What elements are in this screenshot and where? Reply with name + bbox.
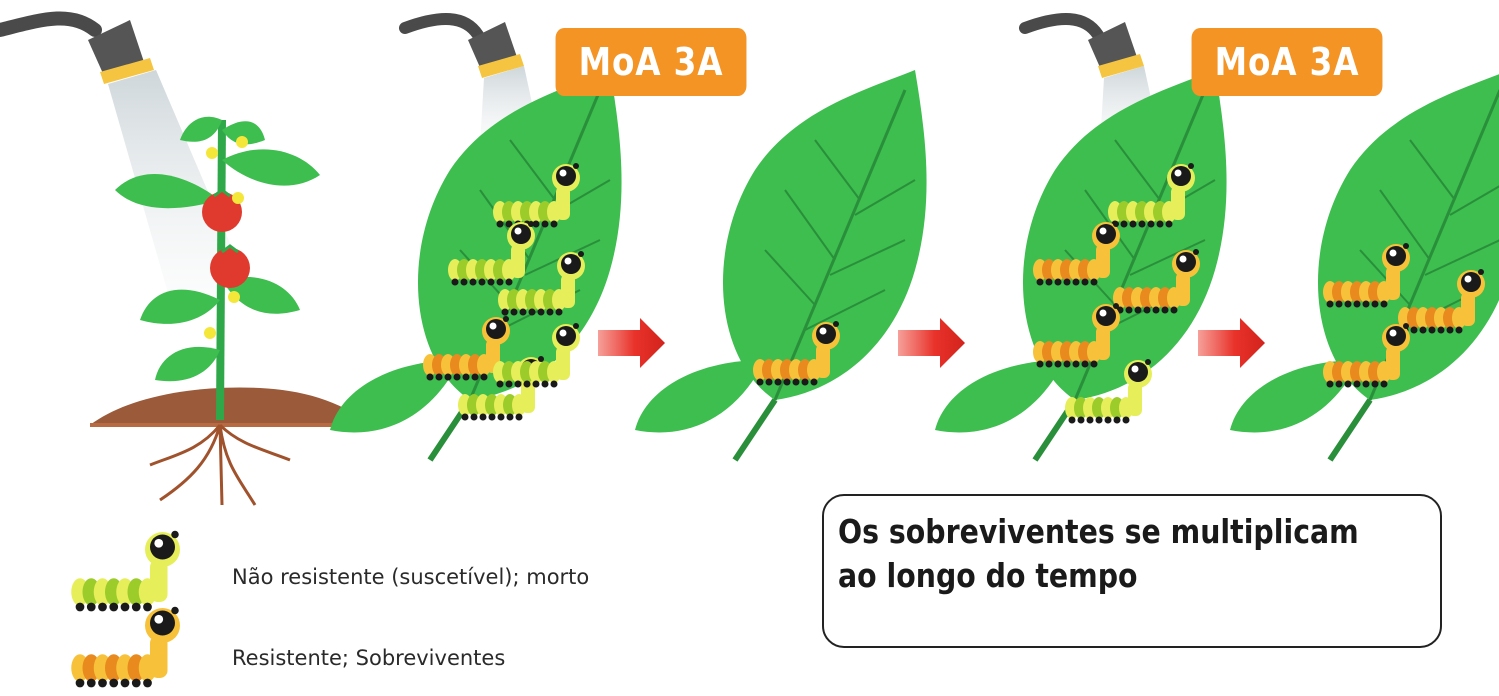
- caterpillar-resistant: [71, 606, 180, 688]
- caterpillar-resistant: [753, 321, 840, 386]
- moa-badge: MoA 3A: [555, 28, 747, 96]
- legend-resistant-label: Resistente; Sobreviventes: [232, 646, 506, 670]
- caption-line-1: Os sobreviventes se multiplicam: [838, 512, 1359, 551]
- tomato-plant: [90, 116, 370, 506]
- caterpillar-susceptible: [498, 251, 585, 316]
- arrow-1: [598, 318, 665, 368]
- arrow-3: [1198, 318, 1265, 368]
- caterpillar-resistant: [1113, 249, 1200, 314]
- caterpillar-susceptible: [1065, 359, 1152, 424]
- caterpillar-resistant: [1033, 221, 1120, 286]
- caterpillar-susceptible: [493, 163, 580, 228]
- caterpillar-resistant: [1323, 243, 1410, 308]
- arrow-2: [898, 318, 965, 368]
- caption-line-2: ao longo do tempo: [838, 556, 1138, 595]
- leaf-stage-4: [1230, 70, 1499, 460]
- caption-box: Os sobreviventes se multiplicam ao longo…: [822, 494, 1442, 648]
- caterpillar-resistant: [1033, 303, 1120, 368]
- caterpillar-susceptible: [71, 530, 180, 612]
- moa-badge: MoA 3A: [1191, 28, 1383, 96]
- caterpillar-resistant: [423, 316, 510, 381]
- caterpillar-susceptible: [1108, 163, 1195, 228]
- caterpillar-susceptible: [448, 221, 535, 286]
- caterpillar-resistant: [1398, 269, 1485, 334]
- caterpillar-susceptible: [493, 323, 580, 388]
- water-spray-1: [0, 11, 250, 300]
- leaf-stage-2: [635, 70, 927, 460]
- legend-susceptible-label: Não resistente (suscetível); morto: [232, 565, 590, 589]
- caterpillar-resistant: [1323, 323, 1410, 388]
- caterpillars: [71, 163, 1485, 688]
